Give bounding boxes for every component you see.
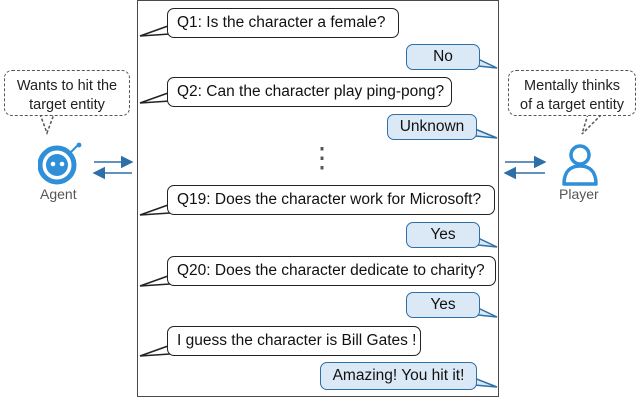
answer-bubble-a1: No [406, 44, 480, 70]
question-bubble-q2: Q2: Can the character play ping-pong? [167, 77, 452, 107]
agent-thought-line2: target entity [29, 97, 105, 113]
robot-icon [38, 142, 82, 185]
agent-thought-line1: Wants to hit the [16, 78, 118, 94]
question-bubble-q19: Q19: Does the character work for Microso… [167, 185, 495, 215]
dialogue-frame [137, 0, 499, 397]
final-answer-bubble: Amazing! You hit it! [320, 362, 477, 390]
answer-bubble-a2: Unknown [387, 114, 477, 140]
player-label: Player [559, 186, 599, 202]
player-thought-bubble: Mentally thinks of a target entity [508, 70, 636, 116]
answer-bubble-a20: Yes [406, 292, 480, 318]
player-thought-line2: of a target entity [520, 97, 624, 113]
agent-thought-bubble: Wants to hit the target entity [4, 70, 130, 116]
agent-label: Agent [40, 186, 77, 202]
question-bubble-q1: Q1: Is the character a female? [167, 8, 399, 38]
question-bubble-q20: Q20: Does the character dedicate to char… [167, 256, 496, 286]
guess-bubble: I guess the character is Bill Gates ! [167, 326, 421, 356]
user-icon [562, 144, 598, 186]
answer-bubble-a19: Yes [406, 222, 480, 248]
player-thought-line1: Mentally thinks [524, 78, 620, 94]
ellipsis-vertical: ⋮ [308, 142, 336, 173]
